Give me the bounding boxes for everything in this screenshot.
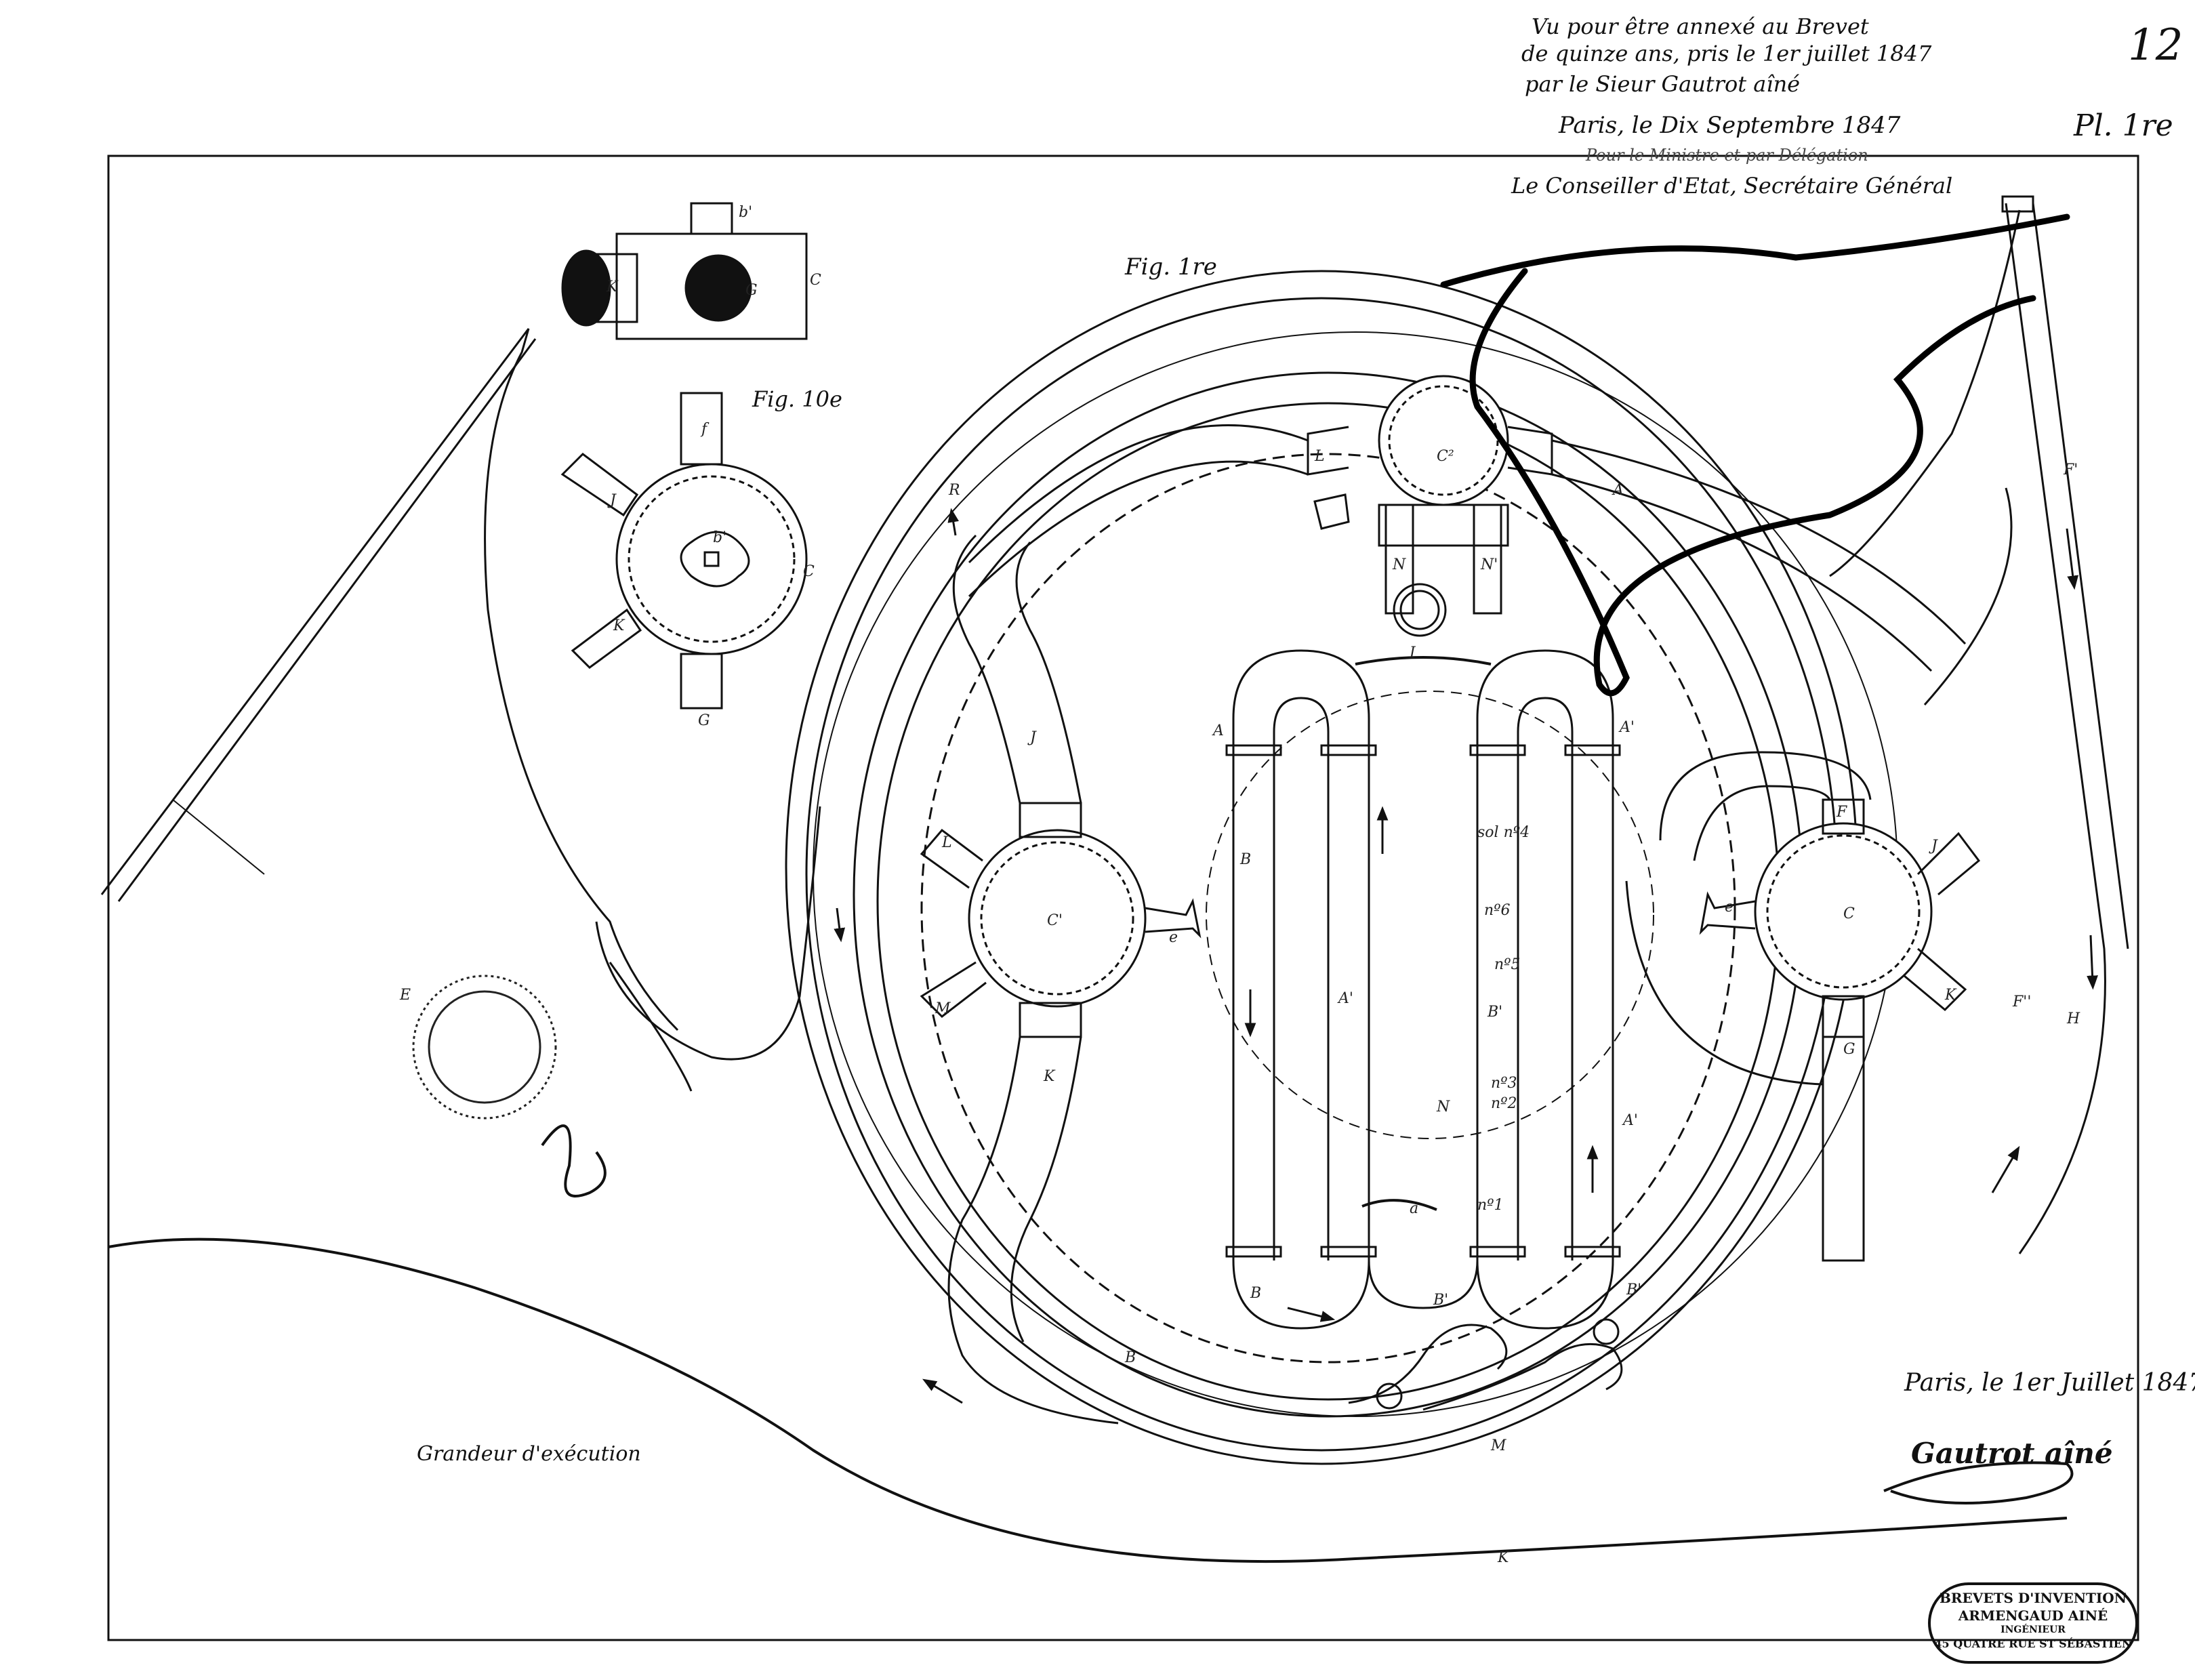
label-b-lower: B xyxy=(1250,1285,1261,1302)
detail-valve-box xyxy=(561,202,808,340)
label-c-box: C xyxy=(810,272,821,289)
label-e-left-key: e xyxy=(1169,929,1178,946)
label-b-bottom: B xyxy=(1124,1349,1136,1366)
label-k-right: K xyxy=(1944,987,1957,1004)
header-line-4: Paris, le Dix Septembre 1847 xyxy=(1559,112,1901,139)
label-n-center: N xyxy=(1436,1099,1450,1115)
label-c-small: C xyxy=(803,563,815,580)
label-g-small: G xyxy=(698,712,710,729)
label-a-lower: a xyxy=(1410,1200,1418,1217)
label-k-bottom: K xyxy=(1497,1549,1510,1566)
valve-c xyxy=(1699,798,1981,1262)
label-b1-small: b' xyxy=(713,529,726,546)
flow-arrows xyxy=(834,508,2098,1404)
label-a: A xyxy=(1212,722,1224,739)
gautrot-signature: Gautrot aîné xyxy=(1911,1437,2113,1470)
signature-flourish xyxy=(1923,487,2013,705)
header-line-5: Pour le Ministre et par Délégation xyxy=(1586,146,1868,165)
stamp-line-3: INGÉNIEUR xyxy=(2001,1624,2066,1635)
tuning-slides xyxy=(1225,649,1621,1330)
label-g: G xyxy=(1843,1041,1855,1058)
right-loops xyxy=(1625,751,1872,1086)
label-k-box: K xyxy=(606,279,619,295)
label-sol4: sol nº4 xyxy=(1477,824,1530,841)
label-l-top: L xyxy=(1314,448,1325,465)
label-r: R xyxy=(948,482,960,499)
label-g-box: G xyxy=(745,282,758,299)
fig10-valve xyxy=(560,392,808,710)
label-n1: N' xyxy=(1480,556,1498,573)
label-f: F xyxy=(1836,804,1847,821)
label-k: K xyxy=(1043,1068,1056,1085)
label-l-left: L xyxy=(941,834,952,851)
label-e: E xyxy=(399,987,411,1004)
header-line-2: de quinze ans, pris le 1er juillet 1847 xyxy=(1521,41,1932,66)
signing-date: Paris, le 1er Juillet 1847 xyxy=(1904,1369,2195,1397)
part-labels: E F' F'' H R L L J J K K K M M G F C C' … xyxy=(399,204,2080,1566)
header-line-1: Vu pour être annexé au Brevet xyxy=(1532,14,1869,39)
label-c: C xyxy=(1843,905,1855,922)
stamp-line-2: ARMENGAUD AINÉ xyxy=(1958,1607,2108,1624)
label-b1-lower: B' xyxy=(1433,1292,1448,1309)
label-b1-box: b' xyxy=(739,204,752,221)
armengaud-stamp: BREVETS D'INVENTION ARMENGAUD AINÉ INGÉN… xyxy=(1928,1582,2138,1664)
label-j: J xyxy=(1027,729,1037,746)
label-m-bottom: M xyxy=(1490,1437,1506,1454)
label-e-right-key: e xyxy=(1725,899,1734,916)
label-n1-note: nº1 xyxy=(1477,1197,1504,1214)
label-n5: nº5 xyxy=(1494,956,1521,973)
label-b: B xyxy=(1239,851,1251,868)
main-hoops xyxy=(785,270,1898,1465)
label-b1: B' xyxy=(1487,1004,1502,1021)
office-seal xyxy=(412,975,557,1120)
label-a1: A' xyxy=(1618,719,1635,736)
label-a1-lower: A' xyxy=(1622,1112,1638,1129)
label-h: H xyxy=(2066,1010,2080,1027)
minister-signature xyxy=(1440,213,2070,697)
header-line-3: par le Sieur Gautrot aîné xyxy=(1525,71,1801,97)
horn-bell xyxy=(100,328,821,1092)
label-n6: nº6 xyxy=(1484,902,1511,919)
scroll-ornament xyxy=(1348,1318,1623,1411)
label-i: I xyxy=(1409,644,1416,661)
label-n2: nº2 xyxy=(1491,1095,1517,1112)
header-line-6: Le Conseiller d'Etat, Secrétaire Général xyxy=(1511,173,1953,199)
label-m: M xyxy=(935,1000,951,1017)
valve-c2 xyxy=(968,375,1967,672)
bell-sweep xyxy=(108,1237,2068,1563)
label-a1-center: A' xyxy=(1337,990,1353,1007)
plate-number: Pl. 1re xyxy=(2074,108,2173,143)
label-a-top: A xyxy=(1612,482,1624,499)
sheet-number: 12 xyxy=(2128,20,2183,70)
stamp-line-4: 45 QUATRE RUE ST SÉBASTIEN xyxy=(1934,1637,2132,1650)
gautrot-signature-flourish xyxy=(1883,1461,2074,1504)
label-n: N xyxy=(1392,556,1406,573)
monogram xyxy=(541,1124,607,1197)
label-c2: C² xyxy=(1437,448,1454,465)
fig1-title: Fig. 1re xyxy=(1124,253,1217,281)
label-f1: F' xyxy=(2063,462,2078,478)
valve-c1 xyxy=(920,534,1202,1425)
label-c1: C' xyxy=(1047,912,1063,929)
lead-pipe xyxy=(1829,195,2129,1254)
scale-note: Grandeur d'exécution xyxy=(417,1442,641,1466)
label-j-right: J xyxy=(1929,838,1938,855)
stamp-line-1: BREVETS D'INVENTION xyxy=(1940,1590,2127,1606)
label-b1-right: B' xyxy=(1626,1282,1641,1298)
drawing-frame xyxy=(107,155,2139,1641)
label-f-small: f xyxy=(700,421,710,438)
label-k-small: K xyxy=(613,617,625,634)
label-j-small: J xyxy=(607,492,617,509)
label-n3: nº3 xyxy=(1491,1075,1517,1092)
fig10-title: Fig. 10e xyxy=(752,386,842,412)
label-f2: F'' xyxy=(2012,993,2031,1010)
inner-dashed-circle xyxy=(1206,691,1654,1139)
